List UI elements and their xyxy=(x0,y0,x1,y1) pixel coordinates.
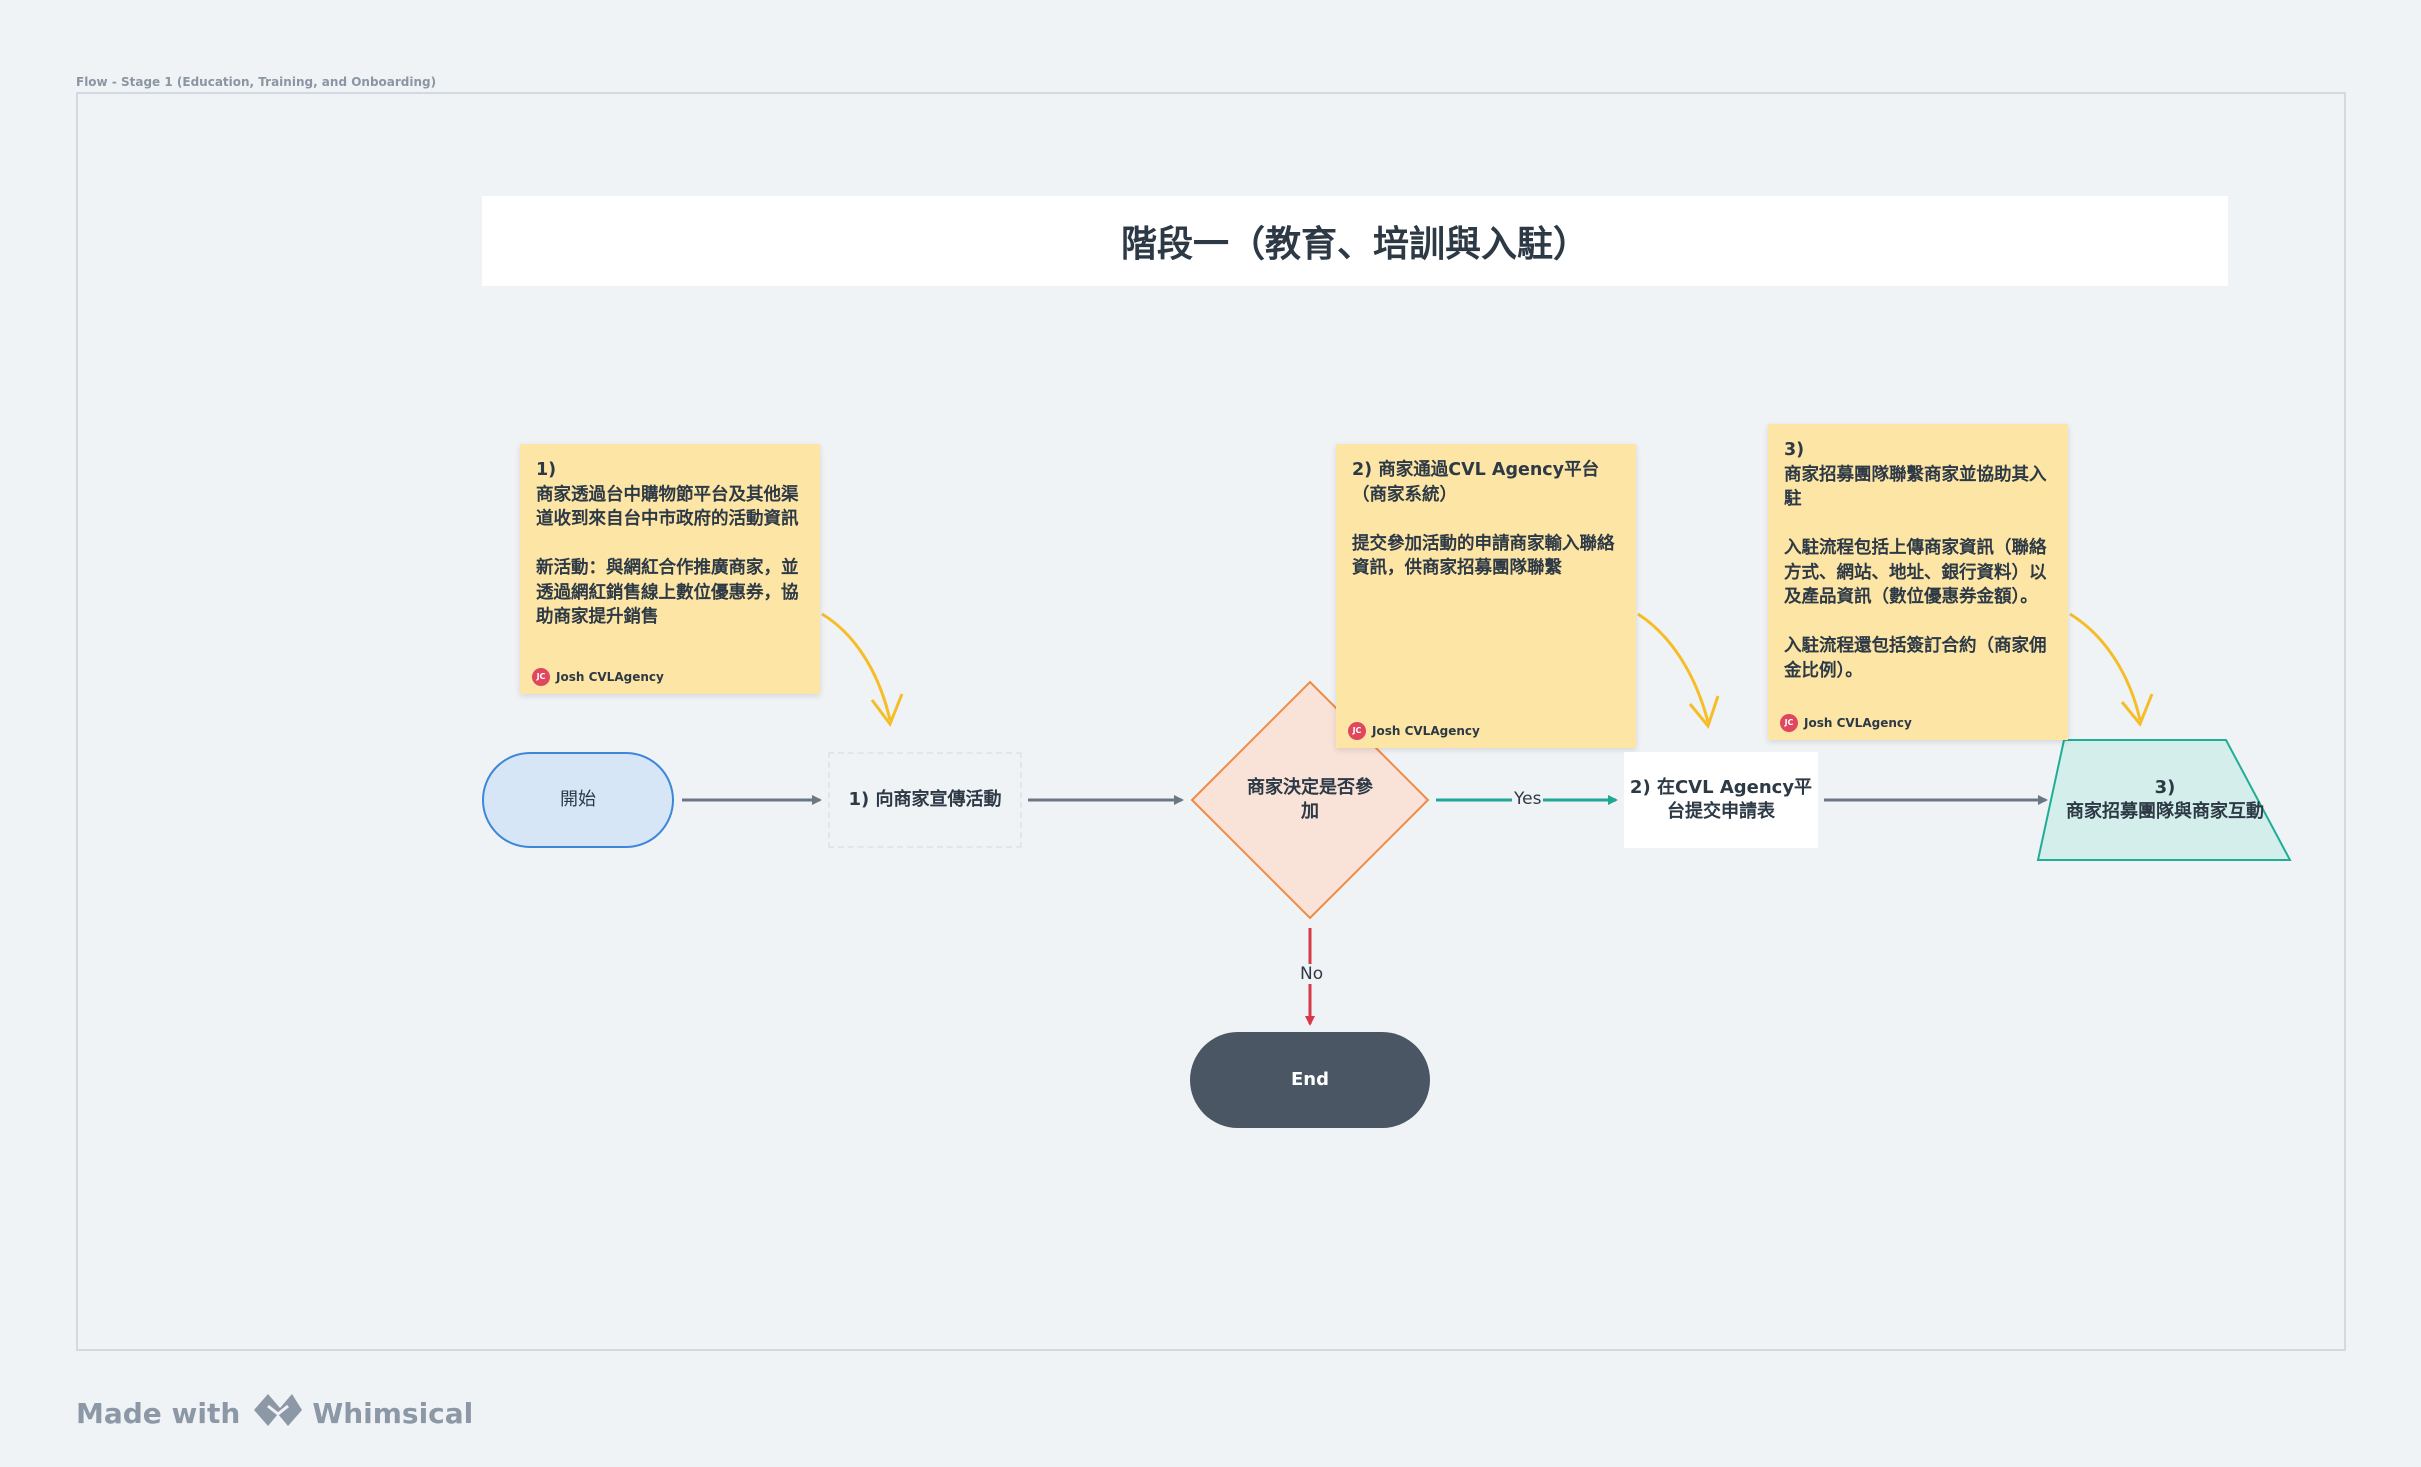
title-bar[interactable]: 階段一（教育、培訓與入駐） xyxy=(482,196,2228,286)
start-node[interactable]: 開始 xyxy=(482,752,674,848)
flow-frame xyxy=(76,92,2346,1351)
sticky-note-text: 1) 商家透過台中購物節平台及其他渠道收到來自台中市政府的活動資訊 新活動：與網… xyxy=(536,460,799,627)
author-name: Josh CVLAgency xyxy=(1372,723,1480,738)
sticky-note-text: 2) 商家通過CVL Agency平台（商家系統） 提交參加活動的申請商家輸入聯… xyxy=(1352,460,1615,578)
made-with-whimsical[interactable]: Made with Whimsical xyxy=(76,1390,473,1437)
sticky-note-text: 3) 商家招募團隊聯繫商家並協助其入駐 入駐流程包括上傳商家資訊（聯絡方式、網站… xyxy=(1784,440,2047,681)
brand-prefix: Made with xyxy=(76,1397,241,1430)
submit-application-node[interactable]: 2) 在CVL Agency平台提交申請表 xyxy=(1624,752,1818,848)
whimsical-logo-icon xyxy=(252,1390,304,1437)
decision-node-label: 商家決定是否參加 xyxy=(1247,776,1373,822)
no-label: No xyxy=(1298,964,1326,984)
sticky-author: JC Josh CVLAgency xyxy=(1348,722,1480,740)
end-node[interactable]: End xyxy=(1190,1032,1430,1128)
frame-label: Flow - Stage 1 (Education, Training, and… xyxy=(76,75,437,89)
sticky-note-1[interactable]: 1) 商家透過台中購物節平台及其他渠道收到來自台中市政府的活動資訊 新活動：與網… xyxy=(520,444,820,694)
sticky-author: JC Josh CVLAgency xyxy=(532,668,664,686)
sticky-note-2[interactable]: 2) 商家通過CVL Agency平台（商家系統） 提交參加活動的申請商家輸入聯… xyxy=(1336,444,1636,748)
avatar: JC xyxy=(532,668,550,686)
brand-name: Whimsical xyxy=(312,1397,474,1430)
author-name: Josh CVLAgency xyxy=(556,669,664,684)
yes-label: Yes xyxy=(1512,789,1544,809)
avatar: JC xyxy=(1780,714,1798,732)
recruit-node-label: 3) 商家招募團隊與商家互動 xyxy=(2066,776,2264,822)
author-name: Josh CVLAgency xyxy=(1804,715,1912,730)
page-title: 階段一（教育、培訓與入駐） xyxy=(1120,224,1589,265)
sticky-author: JC Josh CVLAgency xyxy=(1780,714,1912,732)
promote-node[interactable]: 1) 向商家宣傳活動 xyxy=(828,752,1022,848)
avatar: JC xyxy=(1348,722,1366,740)
sticky-note-3[interactable]: 3) 商家招募團隊聯繫商家並協助其入駐 入駐流程包括上傳商家資訊（聯絡方式、網站… xyxy=(1768,424,2068,740)
